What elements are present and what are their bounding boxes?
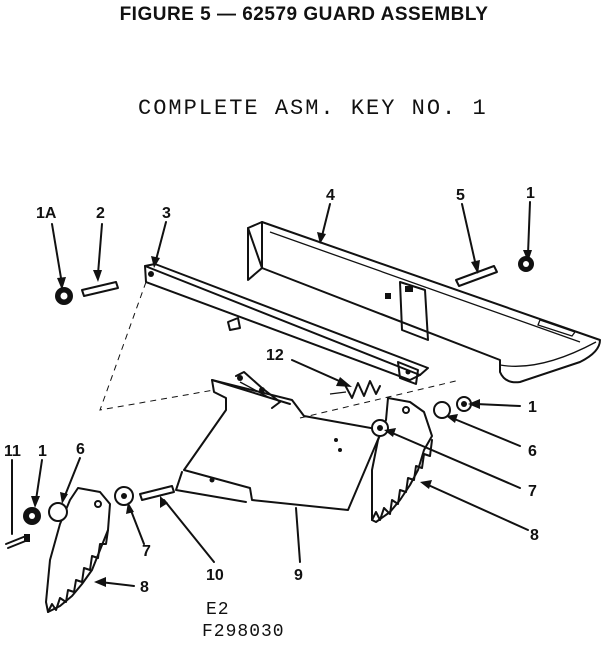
- callout-12: 12: [266, 347, 284, 364]
- e2-code: E2: [206, 600, 230, 620]
- screw-part: [5, 534, 30, 549]
- callout-1a: 1A: [36, 205, 57, 222]
- callout-4: 4: [326, 187, 335, 204]
- nut-1a-part: [55, 287, 73, 305]
- callout-7-right: 7: [528, 483, 537, 500]
- callout-6-left: 6: [76, 441, 85, 458]
- callout-3: 3: [162, 205, 171, 222]
- pin-left-part: [81, 281, 119, 297]
- callout-8-left: 8: [140, 579, 149, 596]
- pin-bottom-part: [139, 485, 175, 501]
- nut-left-part: [23, 507, 41, 525]
- pin-right-part: [455, 265, 498, 287]
- figure-id-code: F298030: [202, 622, 285, 642]
- callout-5: 5: [456, 187, 465, 204]
- leader-lines: [11, 201, 532, 587]
- callout-9: 9: [294, 567, 303, 584]
- washer-right-part: [433, 401, 451, 419]
- bracket-plate-part: [175, 371, 383, 511]
- callout-11: 11: [4, 443, 21, 460]
- callout-2: 2: [96, 205, 105, 222]
- callout-10: 10: [206, 567, 224, 584]
- spring-part: [329, 380, 381, 399]
- callout-7-left: 7: [142, 543, 151, 560]
- pawl-right-part: [371, 397, 433, 523]
- pawl-left-part: [45, 487, 111, 613]
- guard-housing-part: [247, 221, 601, 384]
- callout-1-top: 1: [526, 185, 535, 202]
- callout-6-right: 6: [528, 443, 537, 460]
- callout-1-right: 1: [528, 399, 537, 416]
- rail-part: [144, 263, 429, 385]
- assembly-subtitle: COMPLETE ASM. KEY NO. 1: [138, 96, 488, 121]
- callout-1-left: 1: [38, 443, 47, 460]
- construction-line-left: [99, 281, 215, 411]
- figure-title: FIGURE 5 — 62579 GUARD ASSEMBLY: [119, 4, 489, 25]
- callout-8-right: 8: [530, 527, 539, 544]
- construction-line-right: [299, 379, 461, 419]
- washer-left-part: [48, 502, 68, 522]
- nut-top-right-part: [518, 256, 534, 272]
